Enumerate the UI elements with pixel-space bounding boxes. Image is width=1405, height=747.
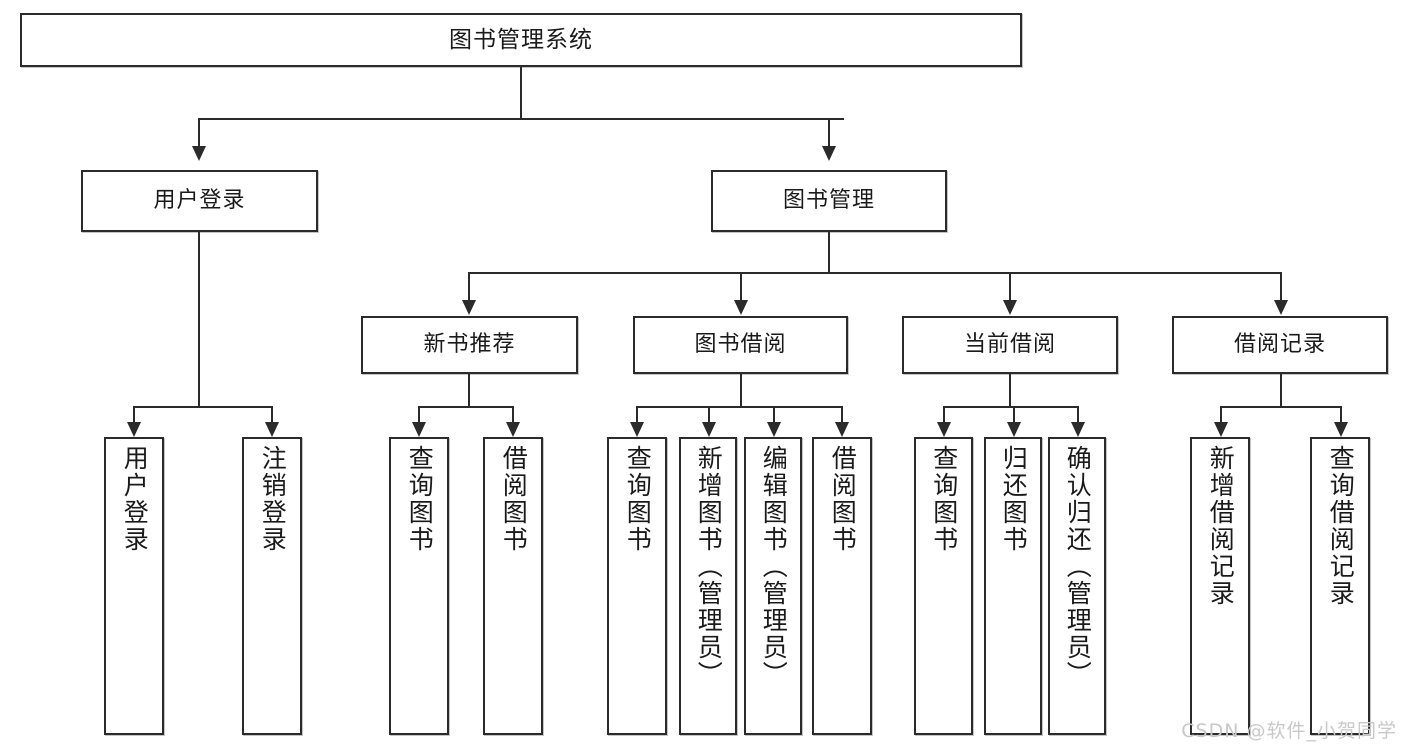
leaf-logout[interactable]: 注销登录 [242,437,302,735]
node-user-login[interactable]: 用户登录 [81,170,318,232]
leaf-return-book[interactable]: 归还图书 [984,437,1042,735]
edge-borrow-record-stem [1280,374,1282,406]
arrow-to-current-borrow [1003,300,1017,315]
edge-drop-current-borrow [1009,272,1011,300]
edge-new-book-stem [468,374,470,406]
arrow-to-borrow-record [1274,300,1288,315]
arrow-to-leaf-add-record [1214,422,1228,437]
node-label: 确认归还（管理员） [1063,445,1093,688]
edge-drop-book-borrow [740,272,742,300]
node-label: 用户登录 [153,188,246,214]
node-label: 查询图书 [405,445,435,553]
leaf-query-book-current[interactable]: 查询图书 [914,437,973,735]
edge-root-to-book-manage [828,118,830,146]
edge-drop-new-book [468,272,470,300]
node-label: 新增图书（管理员） [694,445,724,688]
arrow-to-leaf-query-book-2 [630,422,644,437]
node-label: 查询图书 [929,445,959,553]
leaf-user-login[interactable]: 用户登录 [104,437,164,735]
arrow-to-leaf-query-record [1334,422,1348,437]
arrow-to-leaf-query-book-1 [412,422,426,437]
node-label: 借阅图书 [499,445,529,553]
node-label: 归还图书 [999,445,1029,553]
node-label: 查询借阅记录 [1326,445,1356,607]
arrow-to-leaf-query-book-3 [937,422,951,437]
edge-new-book-drop-2 [512,406,514,422]
node-label: 新书推荐 [423,332,516,358]
node-label: 用户登录 [120,445,150,553]
node-root-system[interactable]: 图书管理系统 [20,13,1022,67]
node-book-borrow[interactable]: 图书借阅 [633,316,848,374]
node-label: 当前借阅 [963,332,1056,358]
arrow-to-leaf-add-book [702,422,716,437]
edge-book-borrow-drop-4 [841,406,843,422]
edge-book-borrow-drop-2 [708,406,710,422]
edge-user-login-drop-2 [271,406,273,422]
edge-current-borrow-bus [943,406,1077,408]
leaf-borrow-book-new-recommend[interactable]: 借阅图书 [483,437,543,735]
arrow-to-leaf-edit-book [767,422,781,437]
node-label: 图书管理 [782,188,875,214]
edge-user-login-bus [133,406,271,408]
edge-new-book-bus [418,406,513,408]
node-new-book-recommend[interactable]: 新书推荐 [361,316,578,374]
edge-book-manage-stem [828,232,830,272]
edge-book-borrow-bus [636,406,841,408]
node-label: 借阅记录 [1233,332,1326,358]
edge-borrow-record-drop-1 [1220,406,1222,422]
edge-user-login-stem [198,232,200,406]
arrow-to-leaf-borrow-book-2 [835,422,849,437]
arrow-to-new-book-recommend [462,300,476,315]
edge-borrow-record-bus [1220,406,1340,408]
node-borrow-record[interactable]: 借阅记录 [1172,316,1388,374]
node-label: 图书管理系统 [449,26,593,53]
node-label: 编辑图书（管理员） [759,445,789,688]
node-label: 图书借阅 [694,332,787,358]
edge-user-login-drop-1 [133,406,135,422]
arrow-to-book-borrow [734,300,748,315]
edge-book-borrow-drop-1 [636,406,638,422]
arrow-to-leaf-confirm-return [1071,422,1085,437]
edge-current-borrow-drop-3 [1077,406,1079,422]
leaf-borrow-book[interactable]: 借阅图书 [812,437,872,735]
edge-current-borrow-stem [1009,374,1011,406]
node-book-manage[interactable]: 图书管理 [711,170,947,232]
edge-new-book-drop-1 [418,406,420,422]
edge-borrow-record-drop-2 [1340,406,1342,422]
node-label: 借阅图书 [828,445,858,553]
leaf-add-borrow-record[interactable]: 新增借阅记录 [1190,437,1250,735]
edge-level2-bus [468,272,1280,274]
node-label: 注销登录 [258,445,288,553]
edge-current-borrow-drop-1 [943,406,945,422]
node-label: 新增借阅记录 [1206,445,1236,607]
edge-book-borrow-stem [740,374,742,406]
node-label: 查询图书 [623,445,653,553]
edge-root-stem [520,67,522,118]
arrow-to-leaf-logout [265,422,279,437]
arrow-to-book-manage [822,146,836,161]
edge-root-to-user-login [198,118,200,146]
arrow-to-leaf-return-book [1007,422,1021,437]
leaf-query-book-borrow[interactable]: 查询图书 [607,437,667,735]
edge-root-bus [198,118,844,120]
edge-book-borrow-drop-3 [773,406,775,422]
arrow-to-user-login [192,146,206,161]
node-current-borrow[interactable]: 当前借阅 [902,316,1118,374]
leaf-query-book-new-recommend[interactable]: 查询图书 [389,437,449,735]
arrow-to-leaf-borrow-book-1 [506,422,520,437]
leaf-edit-book-admin[interactable]: 编辑图书（管理员） [744,437,802,735]
leaf-query-borrow-record[interactable]: 查询借阅记录 [1310,437,1370,735]
leaf-confirm-return-admin[interactable]: 确认归还（管理员） [1048,437,1106,735]
edge-drop-borrow-record [1280,272,1282,300]
arrow-to-leaf-user-login [127,422,141,437]
edge-current-borrow-drop-2 [1013,406,1015,422]
leaf-add-book-admin[interactable]: 新增图书（管理员） [679,437,737,735]
